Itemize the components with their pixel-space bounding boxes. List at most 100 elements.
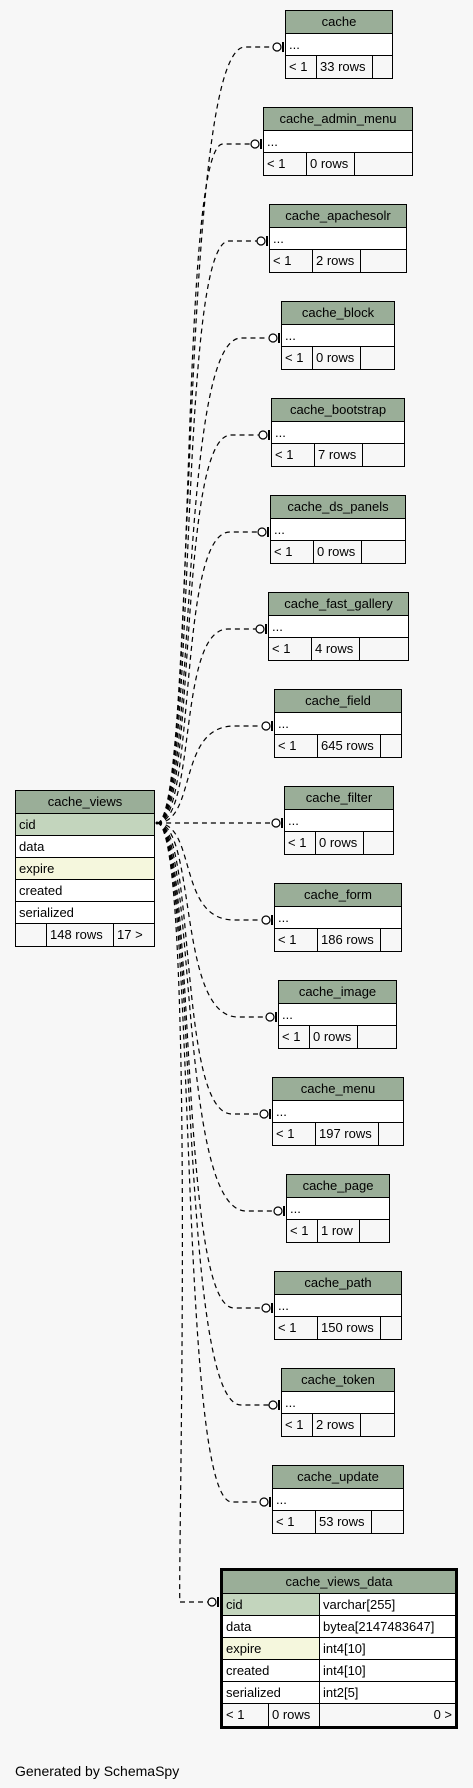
children-count <box>358 1026 396 1048</box>
children-count <box>372 1511 403 1533</box>
edge-cache-form <box>156 822 262 921</box>
column-serialized[interactable]: serialized <box>16 902 154 924</box>
edge-cache-menu <box>156 822 260 1115</box>
children-count <box>364 832 393 854</box>
column-data[interactable]: data <box>16 836 154 858</box>
table-header[interactable]: cache_apachesolr <box>270 205 406 228</box>
table-header[interactable]: cache <box>286 11 392 34</box>
table-header[interactable]: cache_ds_panels <box>271 496 405 519</box>
zero-marker-icon <box>255 624 265 634</box>
table-header[interactable]: cache_menu <box>273 1078 403 1101</box>
children-count <box>361 347 394 369</box>
table-header[interactable]: cache_views <box>16 791 154 814</box>
parents-count: < 1 <box>287 1220 318 1242</box>
table-header[interactable]: cache_filter <box>285 787 393 810</box>
column-placeholder: ... <box>273 1101 403 1123</box>
row-count: 2 rows <box>313 1414 362 1436</box>
table-header[interactable]: cache_page <box>287 1175 389 1198</box>
edge-cache-path <box>156 822 262 1309</box>
edge-cache-field <box>156 725 262 824</box>
zero-marker-icon <box>256 236 266 246</box>
table-header[interactable]: cache_form <box>275 884 401 907</box>
zero-marker-icon <box>261 721 271 731</box>
table-cache-views[interactable]: cache_views cid data expire created seri… <box>15 790 155 947</box>
children-count <box>373 56 392 78</box>
edge-cache-image <box>156 822 266 1018</box>
parents-count: < 1 <box>273 1123 316 1145</box>
zero-marker-icon <box>261 1303 271 1313</box>
row-count: 148 rows <box>47 924 114 946</box>
parents-count: < 1 <box>264 153 307 175</box>
zero-marker-icon <box>268 1400 278 1410</box>
table-header[interactable]: cache_field <box>275 690 401 713</box>
column-placeholder: ... <box>275 907 401 929</box>
edge-cache-update <box>156 822 260 1503</box>
zero-marker-icon <box>207 1597 217 1607</box>
column-expire[interactable]: expire <box>16 858 154 880</box>
table-header[interactable]: cache_bootstrap <box>272 399 404 422</box>
zero-marker-icon <box>261 915 271 925</box>
row-count: 33 rows <box>317 56 373 78</box>
edge-cache-ds-panels <box>156 531 258 824</box>
parents-count: < 1 <box>271 541 314 563</box>
zero-marker-icon <box>259 1109 269 1119</box>
column-created[interactable]: created <box>16 880 154 902</box>
table-header[interactable]: cache_views_data <box>223 1571 455 1594</box>
column-placeholder: ... <box>285 810 393 832</box>
column-placeholder: ... <box>264 131 412 153</box>
table-header[interactable]: cache_path <box>275 1272 401 1295</box>
column-placeholder: ... <box>282 1392 394 1414</box>
table-header[interactable]: cache_block <box>282 302 394 325</box>
children-count <box>360 1220 389 1242</box>
parents-count: < 1 <box>275 929 318 951</box>
zero-marker-icon <box>250 139 260 149</box>
row-count: 645 rows <box>318 735 381 757</box>
table-header[interactable]: cache_update <box>273 1466 403 1489</box>
zero-marker-icon <box>273 1206 283 1216</box>
table-header[interactable]: cache_admin_menu <box>264 108 412 131</box>
children-count <box>363 444 404 466</box>
table-header[interactable]: cache_fast_gallery <box>269 593 408 616</box>
column-placeholder: ... <box>286 34 392 56</box>
parents-count: < 1 <box>282 347 313 369</box>
column-placeholder: ... <box>272 422 404 444</box>
table-header[interactable]: cache_image <box>279 981 396 1004</box>
column-placeholder: ... <box>270 228 406 250</box>
column-cid[interactable]: cid <box>16 814 154 836</box>
children-count <box>381 1317 401 1339</box>
zero-marker-icon <box>259 1497 269 1507</box>
table-header[interactable]: cache_token <box>282 1369 394 1392</box>
zero-marker-icon <box>265 1012 275 1022</box>
